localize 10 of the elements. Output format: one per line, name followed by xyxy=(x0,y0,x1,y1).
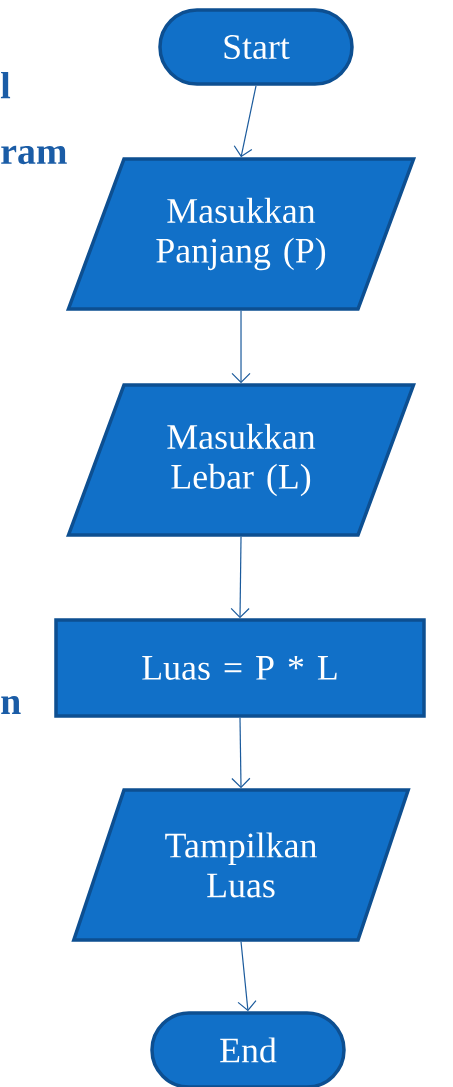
arrow xyxy=(237,941,257,1012)
arrow xyxy=(233,85,257,158)
heading-fragment: ram xyxy=(1,145,67,165)
process-box: Luas = P * L xyxy=(54,618,426,718)
arrow xyxy=(230,536,250,619)
heading-fragment: n xyxy=(1,696,21,714)
arrow xyxy=(231,310,251,384)
heading-fragment: l xyxy=(0,71,11,99)
arrow xyxy=(231,717,251,789)
input-output-parallelogram: Masukkan Lebar (L) xyxy=(66,383,416,537)
